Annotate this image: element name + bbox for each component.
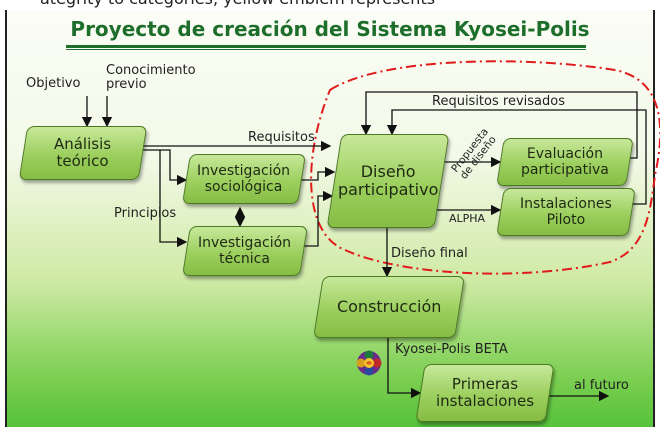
- label-kyosei-polis-beta: Kyosei-Polis BETA: [395, 342, 508, 357]
- label-diseno-final: Diseño final: [391, 246, 468, 261]
- node-primeras-instalaciones: Primeras instalaciones: [415, 364, 555, 422]
- label-conocimiento-previo: Conocimiento previo: [106, 63, 196, 93]
- diagram-title: Proyecto de creación del Sistema Kyosei-…: [70, 17, 590, 41]
- participatory-region-outline: [310, 60, 660, 275]
- kyosei-polis-emblem-icon: [356, 350, 382, 376]
- node-construccion: Construcción: [313, 276, 465, 338]
- title-underline: [66, 45, 586, 48]
- label-al-futuro: al futuro: [574, 378, 629, 393]
- node-evaluacion-participativa: Evaluación participativa: [496, 138, 634, 186]
- top-cut-text: ategrity to categories, yellow emblem re…: [40, 0, 435, 8]
- node-investigacion-tecnica: Investigación técnica: [182, 226, 308, 276]
- title-underline-thin: [66, 49, 586, 50]
- label-requisitos: Requisitos: [248, 130, 315, 145]
- top-cut-text-strip: ategrity to categories, yellow emblem re…: [0, 0, 660, 10]
- label-principios: Principios: [114, 206, 177, 221]
- label-objetivo: Objetivo: [26, 76, 81, 91]
- node-diseno-participativo: Diseño participativo: [326, 134, 450, 228]
- node-analisis-teorico: Análisis teórico: [18, 126, 148, 180]
- label-requisitos-revisados: Requisitos revisados: [432, 94, 565, 109]
- node-investigacion-sociologica: Investigación sociológica: [182, 154, 306, 204]
- node-instalaciones-piloto: Instalaciones Piloto: [496, 188, 636, 236]
- label-alpha: ALPHA: [449, 212, 486, 225]
